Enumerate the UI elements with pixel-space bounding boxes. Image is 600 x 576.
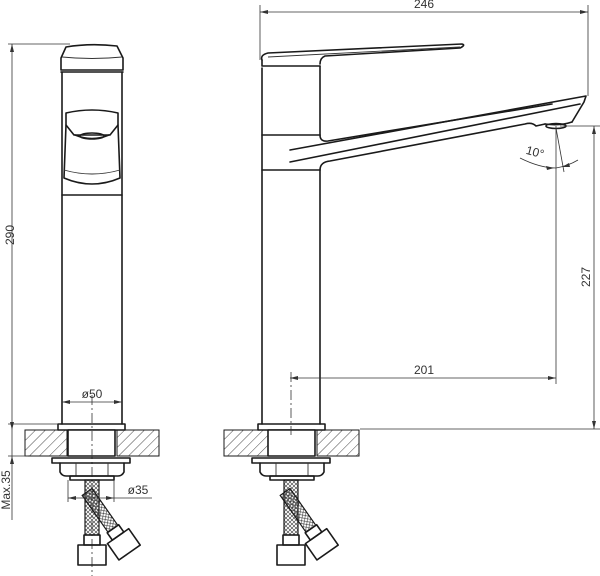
side-view	[223, 43, 600, 566]
dim-hose-diameter: ø35	[128, 483, 149, 497]
dim-total-length: 246	[414, 0, 434, 11]
dimension-lines	[8, 5, 600, 520]
dim-body-diameter: ø50	[82, 387, 103, 401]
dim-spout-height: 227	[579, 267, 593, 287]
dim-max-deck: Max.35	[0, 470, 13, 510]
dim-total-height: 290	[3, 225, 17, 245]
dim-spout-reach: 201	[414, 363, 434, 377]
front-view	[24, 43, 160, 576]
dim-spout-angle: 10°	[524, 143, 545, 161]
